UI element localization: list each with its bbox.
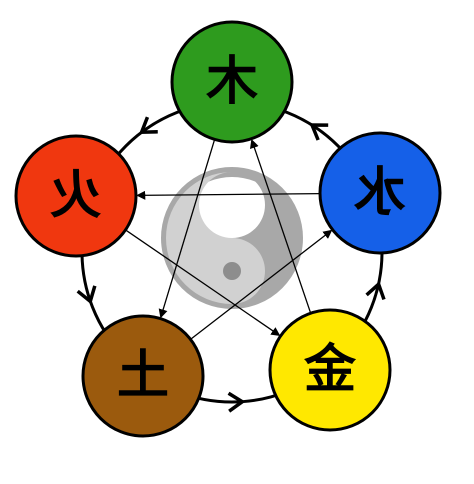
element-circle [170,20,294,144]
yin-yang-icon [161,167,303,309]
star-arrow-water-fire [136,190,321,200]
element-character: 金 [303,340,357,400]
star-arrow-earth-water [190,229,333,340]
element-circle [81,314,205,438]
element-character: 土 [117,346,169,406]
element-circle [14,134,138,258]
star-arrow-metal-wood [250,138,312,314]
inner-star [125,138,333,340]
element-node-wood: 木 [170,20,294,144]
element-circle [268,308,392,432]
chevron-arrow-icon [365,281,386,300]
element-node-metal: 金 [268,308,392,432]
element-character: 水 [353,163,406,223]
element-node-earth: 土 [81,314,205,438]
chevron-arrow-icon [227,391,246,413]
element-character: 木 [206,52,258,112]
element-character: 火 [50,166,102,226]
element-circle [318,131,442,255]
outer-cycle-arrows [76,116,386,413]
element-node-fire: 火 [14,134,138,258]
chevron-arrow-icon [76,285,97,305]
chevron-arrow-icon [139,116,158,135]
element-node-water: 水 [318,131,442,255]
chevron-arrow-icon [309,123,329,141]
star-arrow-fire-metal [125,229,281,336]
star-arrow-wood-earth [158,139,216,319]
